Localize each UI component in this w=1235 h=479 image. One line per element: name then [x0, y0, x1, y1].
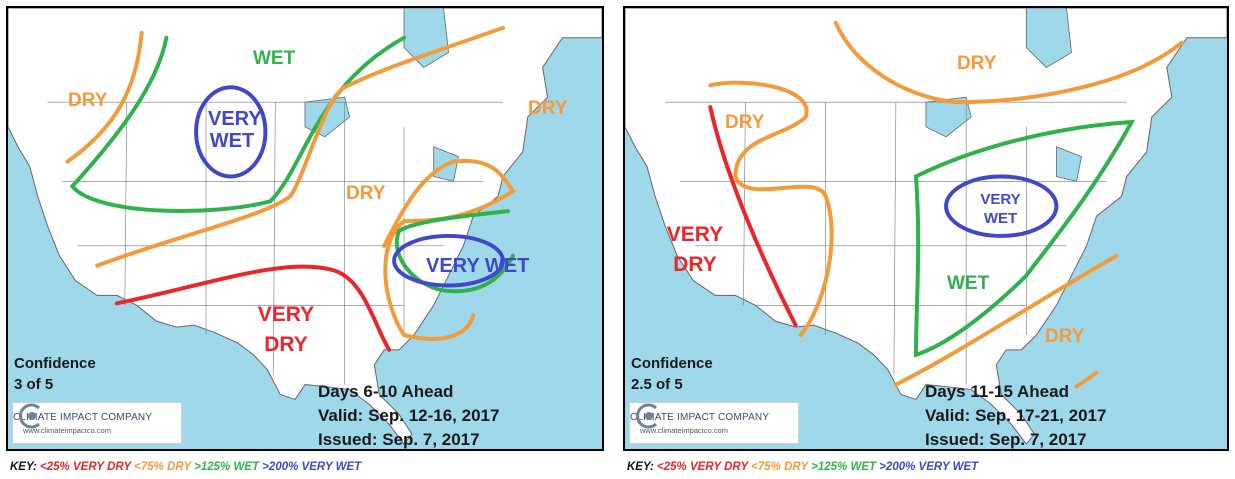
key-dry: <75% DRY [134, 461, 191, 473]
label-very-wet-west: VERY WET [208, 108, 262, 152]
dry-contour-north [833, 20, 1184, 105]
forecast-valid: Valid: Sep. 12-16, 2017 [318, 406, 500, 425]
label-wet: WET [947, 273, 990, 294]
label-very-wet-west-line2: WET [209, 130, 255, 152]
forecast-issued: Issued: Sep. 7, 2017 [318, 430, 480, 449]
label-very-dry-line2: DRY [264, 333, 308, 356]
map-panel-days-11-15: DRY DRY VERY DRY VERY WET WET DRY Confid… [617, 0, 1235, 479]
key-wet: >125% WET [811, 461, 877, 473]
label-very-wet-east: VERY WET [426, 255, 530, 277]
legend-key: KEY: <25% VERY DRY <75% DRY >125% WET >2… [10, 461, 361, 473]
label-very-wet-line2: WET [983, 210, 1018, 227]
hudson-bay [1025, 8, 1072, 68]
logo-icon [19, 403, 41, 429]
confidence-value: 3 of 5 [14, 376, 54, 393]
logo-brand: CLIMATE IMPACT COMPANY [630, 411, 770, 423]
key-prefix: KEY: [627, 461, 654, 473]
dry-contour-north [95, 25, 505, 268]
logo-brand: CLIMATE IMPACT COMPANY [13, 411, 153, 423]
key-very-wet: >200% VERY WET [262, 461, 362, 473]
outlook-map [625, 8, 1227, 449]
label-dry-central: DRY [346, 183, 386, 204]
forecast-issued: Issued: Sep. 7, 2017 [925, 430, 1087, 449]
logo-url: www.climateimpactco.com [23, 425, 111, 435]
key-prefix: KEY: [10, 461, 37, 473]
dry-contour-south [893, 253, 1119, 387]
label-wet: WET [253, 48, 296, 69]
key-dry: <75% DRY [751, 461, 808, 473]
label-very-dry-line2: DRY [673, 253, 717, 276]
dry-contour-florida [1074, 370, 1099, 389]
great-lakes [925, 96, 972, 138]
very-dry-contour [708, 105, 798, 328]
label-very-dry-line1: VERY [666, 223, 724, 246]
label-very-dry: VERY DRY [665, 220, 725, 280]
very-dry-contour [114, 264, 392, 352]
confidence-text: Confidence 3 of 5 [14, 353, 96, 395]
key-very-wet: >200% VERY WET [879, 461, 979, 473]
confidence-label: Confidence [631, 355, 713, 372]
map-frame: WET DRY DRY VERY WET DRY VERY WET VERY D… [6, 6, 604, 451]
very-wet-ellipse-east [392, 233, 505, 288]
forecast-period: Days 6-10 Ahead [318, 382, 454, 401]
logo-url: www.climateimpactco.com [640, 425, 728, 435]
label-very-dry-line1: VERY [257, 303, 315, 326]
label-very-wet-line1: VERY [980, 191, 1021, 208]
label-dry-east: DRY [528, 98, 568, 119]
wet-contour [913, 119, 1136, 358]
key-wet: >125% WET [194, 461, 260, 473]
forecast-period: Days 11-15 Ahead [925, 382, 1069, 401]
forecast-info: Days 6-10 Ahead Valid: Sep. 12-16, 2017 … [318, 380, 500, 449]
company-logo: CLIMATE IMPACT COMPANY www.climateimpact… [12, 402, 182, 444]
label-dry-north: DRY [957, 53, 997, 74]
confidence-label: Confidence [14, 355, 96, 372]
dry-contour-west [708, 80, 834, 338]
map-frame: DRY DRY VERY DRY VERY WET WET DRY Confid… [623, 6, 1229, 451]
wet-contour-east [395, 209, 515, 294]
company-logo: CLIMATE IMPACT COMPANY www.climateimpact… [629, 402, 799, 444]
label-very-wet: VERY WET [973, 190, 1028, 228]
forecast-valid: Valid: Sep. 17-21, 2017 [925, 406, 1107, 425]
key-very-dry: <25% VERY DRY [40, 461, 131, 473]
key-very-dry: <25% VERY DRY [657, 461, 748, 473]
label-dry-west: DRY [68, 90, 108, 111]
dry-contour-west [65, 30, 144, 164]
label-very-wet-west-line1: VERY [208, 108, 262, 130]
confidence-text: Confidence 2.5 of 5 [631, 353, 713, 395]
very-wet-ellipse [944, 174, 1059, 238]
wet-contour [69, 35, 406, 213]
label-dry-west: DRY [725, 112, 765, 133]
legend-key: KEY: <25% VERY DRY <75% DRY >125% WET >2… [627, 461, 978, 473]
outlook-map [8, 8, 602, 449]
forecast-info: Days 11-15 Ahead Valid: Sep. 17-21, 2017… [925, 380, 1107, 449]
contours [65, 25, 516, 352]
contours [708, 20, 1184, 389]
logo-icon [636, 403, 658, 429]
map-panel-days-6-10: WET DRY DRY VERY WET DRY VERY WET VERY D… [0, 0, 610, 479]
very-wet-ellipse-west [194, 85, 268, 179]
label-dry-south: DRY [1045, 326, 1085, 347]
label-very-dry: VERY DRY [256, 300, 316, 360]
confidence-value: 2.5 of 5 [631, 376, 683, 393]
